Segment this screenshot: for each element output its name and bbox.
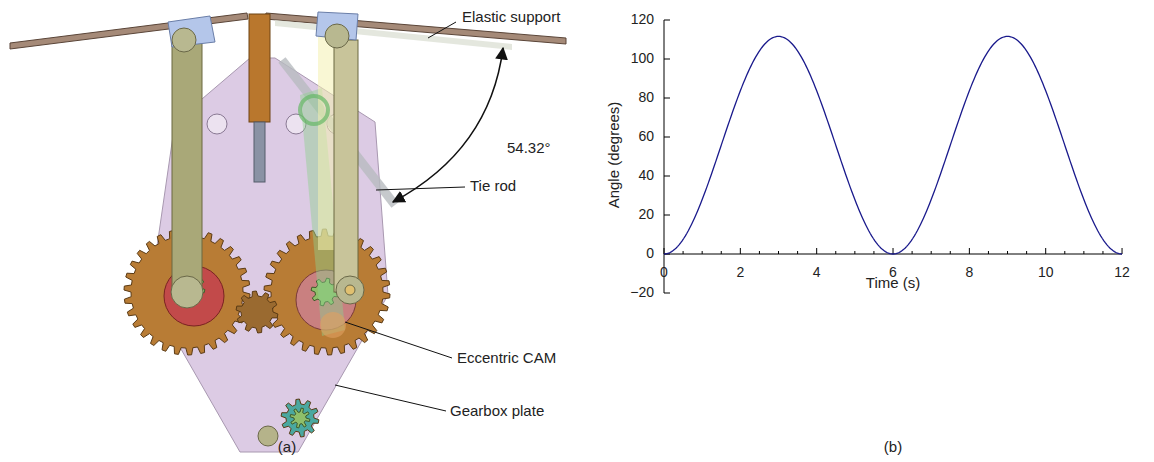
leader-line [345,322,452,358]
x-tick [835,251,836,254]
hub-gear [290,408,310,428]
leader-line [376,187,465,190]
axis-tick-label: 8 [965,265,973,280]
x-tick [664,248,665,254]
panel-label: (b) [884,439,902,456]
x-tick [1007,251,1008,254]
axis-tick-label: 20 [638,207,654,222]
post-rod [254,122,265,182]
y-tick [664,293,670,294]
axis-tick-label: 0 [660,265,668,280]
axis-tick-label: 10 [1038,265,1054,280]
x-tick [1026,251,1027,254]
axis-title: Angle (degrees) [606,102,623,209]
axis-tick-label: 60 [638,129,654,144]
axis-tick-label: 12 [1114,265,1130,280]
ghost-pivot [300,96,328,124]
elastic-support-left [10,13,248,49]
tie-rod-left [172,40,202,295]
ghost-pivot [320,312,346,338]
plate-bolt [258,426,278,446]
gear [236,291,278,333]
y-tick [664,176,670,177]
x-tick [797,251,798,254]
gear [281,399,319,437]
pivot-pin [171,276,203,308]
leader-line [335,385,446,411]
pivot-pin [172,28,196,52]
part-label: Elastic support [462,9,560,26]
x-tick [1102,251,1103,254]
y-tick [664,98,670,99]
angle-curve [664,36,1122,254]
axis-tick-label: 40 [638,168,654,183]
axis-tick-label: 4 [813,265,821,280]
plate-hole [207,114,227,134]
x-tick [969,248,970,254]
part-label: 54.32° [507,140,551,157]
y-tick [664,215,670,216]
x-tick [931,251,932,254]
axis-tick-label: 80 [638,90,654,105]
x-tick [1064,251,1065,254]
y-tick [664,137,670,138]
axis-tick-label: 2 [736,265,744,280]
leader-line [428,22,456,38]
x-tick [740,248,741,254]
axis-tick-label: 0 [646,246,654,261]
x-tick [950,251,951,254]
x-tick [893,248,894,254]
x-tick [1045,248,1046,254]
central-post [249,14,270,122]
x-tick [988,251,989,254]
x-tick [1083,251,1084,254]
y-tick [664,59,670,60]
part-label: Eccentric CAM [457,350,556,367]
axis-tick-label: −20 [630,285,654,300]
x-tick [1122,248,1123,254]
angle-chart [664,20,1122,293]
x-tick [854,251,855,254]
panel-label: (a) [278,439,296,456]
y-axis [664,20,665,293]
x-tick [873,251,874,254]
x-tick [778,251,779,254]
y-tick [664,20,670,21]
x-tick [721,251,722,254]
axis-tick-label: 120 [631,12,654,27]
axis-title: Time (s) [866,275,920,292]
part-label: Gearbox plate [450,403,544,420]
x-tick [912,251,913,254]
x-tick [816,248,817,254]
part-label: Tie rod [470,178,516,195]
axis-tick-label: 100 [631,51,654,66]
pivot-pin [336,276,364,304]
tie-rod-right [334,40,358,292]
x-tick [683,251,684,254]
pivot-pin [345,285,355,295]
x-tick [702,251,703,254]
x-tick [759,251,760,254]
pivot-pin [325,24,349,48]
